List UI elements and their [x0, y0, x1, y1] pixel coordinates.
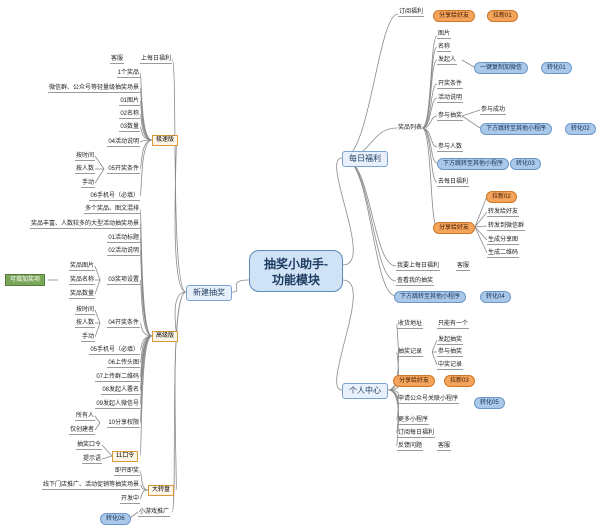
node-basic-by-time: 按时间	[74, 153, 95, 161]
node-adv-manual: 手动	[80, 334, 95, 342]
node-view-my-draws: 查看我的抽奖	[396, 278, 435, 286]
central-topic-line1: 抽奖小助手-	[264, 257, 328, 271]
node-join-success: 参与成功	[480, 107, 507, 115]
node-basic-05: 05开奖条件	[107, 166, 140, 174]
node-more-apps: 更多小程序	[397, 417, 430, 425]
node-adv-by-people: 按人数	[74, 320, 95, 328]
node-bottom-jump-c: 下方跳转至其他小程序	[394, 291, 467, 303]
node-multi-prize: 多个奖品、图文混排	[83, 206, 140, 214]
node-conversion-04: 转化04	[480, 291, 511, 303]
node-shipping-address: 收货地址	[397, 321, 424, 329]
node-bottom-jump-b: 下方跳转至其他小程序	[437, 158, 510, 170]
node-apply-link: 申请公众号关联小程序	[397, 396, 460, 404]
node-adv-01: 01活动标题	[107, 235, 140, 243]
node-instant-win: 即开即奖	[113, 468, 140, 476]
node-share-friend-1: 分享给好友	[433, 10, 476, 22]
node-bottom-jump-a: 下方跳转至其他小程序	[480, 123, 553, 135]
node-basic-manual: 手动	[80, 180, 95, 188]
node-creator-only: 仅创建者	[68, 427, 95, 435]
node-initiator: 发起人	[437, 57, 458, 65]
node-share-friend-3: 分享给好友	[393, 375, 436, 387]
node-adv-05: 05手机号（必填）	[89, 347, 140, 355]
node-offline-scene: 线下门店推广、活动促销等抽奖场景	[41, 482, 140, 490]
node-big-wheel: 大转盘	[148, 485, 175, 496]
node-initiated-draws: 发起抽奖	[437, 337, 464, 345]
node-adv-07: 07上传群二维码	[95, 374, 140, 382]
node-adv-11: 11口令	[112, 451, 139, 462]
node-want-daily: 我要上每日福利	[396, 263, 441, 271]
node-activity-desc: 活动说明	[437, 95, 464, 103]
node-advanced-version: 高级版	[152, 331, 179, 342]
node-basic-04: 04活动说明	[107, 139, 140, 147]
node-pull-new-01: 拉新01	[487, 10, 518, 22]
node-subscribe-daily: 订阅每日福利	[397, 430, 436, 438]
node-go-daily-left: 上每日福利	[140, 56, 173, 64]
node-adv-04: 04开奖条件	[107, 320, 140, 328]
node-pull-new-03: 拉新03	[444, 375, 475, 387]
node-conversion-06: 转化06	[100, 513, 131, 525]
node-basic-by-people: 按人数	[74, 166, 95, 174]
node-adv-by-time: 按时间	[74, 307, 95, 315]
node-prize-list: 奖品列表	[398, 125, 423, 131]
node-prize-name: 奖品名称	[68, 277, 95, 285]
node-adv-02: 02活动说明	[107, 248, 140, 256]
central-topic-line2: 功能模块	[271, 273, 320, 287]
node-forward-group: 转发到微信群	[487, 223, 526, 231]
node-follow-wechat: 一键复制加微信	[474, 62, 529, 74]
node-go-daily: 去每日福利	[437, 179, 470, 187]
node-generate-qr: 生成二维码	[487, 250, 520, 258]
node-share-friend-2: 分享给好友	[433, 222, 476, 234]
node-basic-01: 01图片	[119, 98, 140, 106]
node-generate-poster: 生成分享图	[487, 237, 520, 245]
branch-new-draw[interactable]: 新建抽奖	[186, 285, 232, 301]
node-basic-version: 极速版	[152, 135, 179, 146]
node-repeat-add-prize: 可增加奖项	[5, 274, 46, 286]
node-developing: 开发中	[119, 496, 140, 504]
branch-daily-welfare[interactable]: 每日福利	[342, 151, 388, 167]
node-basic-03: 03数量	[119, 124, 140, 132]
node-service-1: 客服	[456, 263, 471, 271]
node-adv-06: 06上传头图	[107, 360, 140, 368]
node-adv-03: 03奖项设置	[107, 277, 140, 285]
node-open-condition: 开奖条件	[437, 81, 464, 89]
node-basic-02: 02名称	[119, 111, 140, 119]
node-participants: 参与人数	[437, 144, 464, 152]
node-one-prize: 1个奖品	[116, 70, 140, 78]
node-everyone: 所有人	[74, 413, 95, 421]
node-joined-draws: 参与抽奖	[437, 349, 464, 357]
node-conversion-01: 转化01	[541, 62, 572, 74]
node-feedback: 反馈问题	[397, 443, 424, 451]
central-topic: 抽奖小助手- 功能模块	[249, 250, 343, 292]
node-basic-06: 06手机号（必填）	[89, 193, 140, 201]
node-light-draw-scene: 微信群、公众号等轻量级抽奖场景	[47, 85, 140, 93]
node-image: 图片	[437, 31, 452, 39]
node-draw-command: 抽奖口令	[75, 442, 102, 450]
node-hint-text: 提示语	[81, 456, 102, 464]
node-conversion-02: 转化02	[565, 123, 596, 135]
node-prize-image: 奖品图片	[68, 263, 95, 271]
node-prize-quantity: 奖品数量	[68, 291, 95, 299]
node-draw-records: 抽奖记录	[397, 349, 424, 357]
node-subscribe-welfare: 订阅福利	[398, 9, 425, 17]
node-service-3: 客服	[110, 56, 125, 64]
node-pull-new-02: 拉新02	[486, 191, 517, 203]
node-adv-08: 08发起人署名	[101, 387, 140, 395]
node-win-records: 中奖记录	[437, 362, 464, 370]
node-forward-friend: 转发给好友	[487, 209, 520, 217]
node-conversion-05: 转化05	[474, 397, 505, 409]
node-mini-game-promo: 小游戏推广	[138, 509, 171, 517]
node-join-draw: 参与抽奖	[437, 113, 464, 121]
node-name: 名称	[437, 44, 452, 52]
branch-personal-center[interactable]: 个人中心	[342, 383, 388, 399]
node-rich-draw-scene: 奖品丰富、人数较多的大型活动抽奖场景	[29, 221, 140, 229]
node-adv-09: 09发起人微信号	[95, 401, 140, 409]
node-service-2: 客服	[437, 443, 452, 451]
node-conversion-03: 转化03	[510, 158, 541, 170]
node-only-one: 只能有一个	[437, 321, 470, 329]
node-adv-10: 10分享权限	[107, 420, 140, 428]
